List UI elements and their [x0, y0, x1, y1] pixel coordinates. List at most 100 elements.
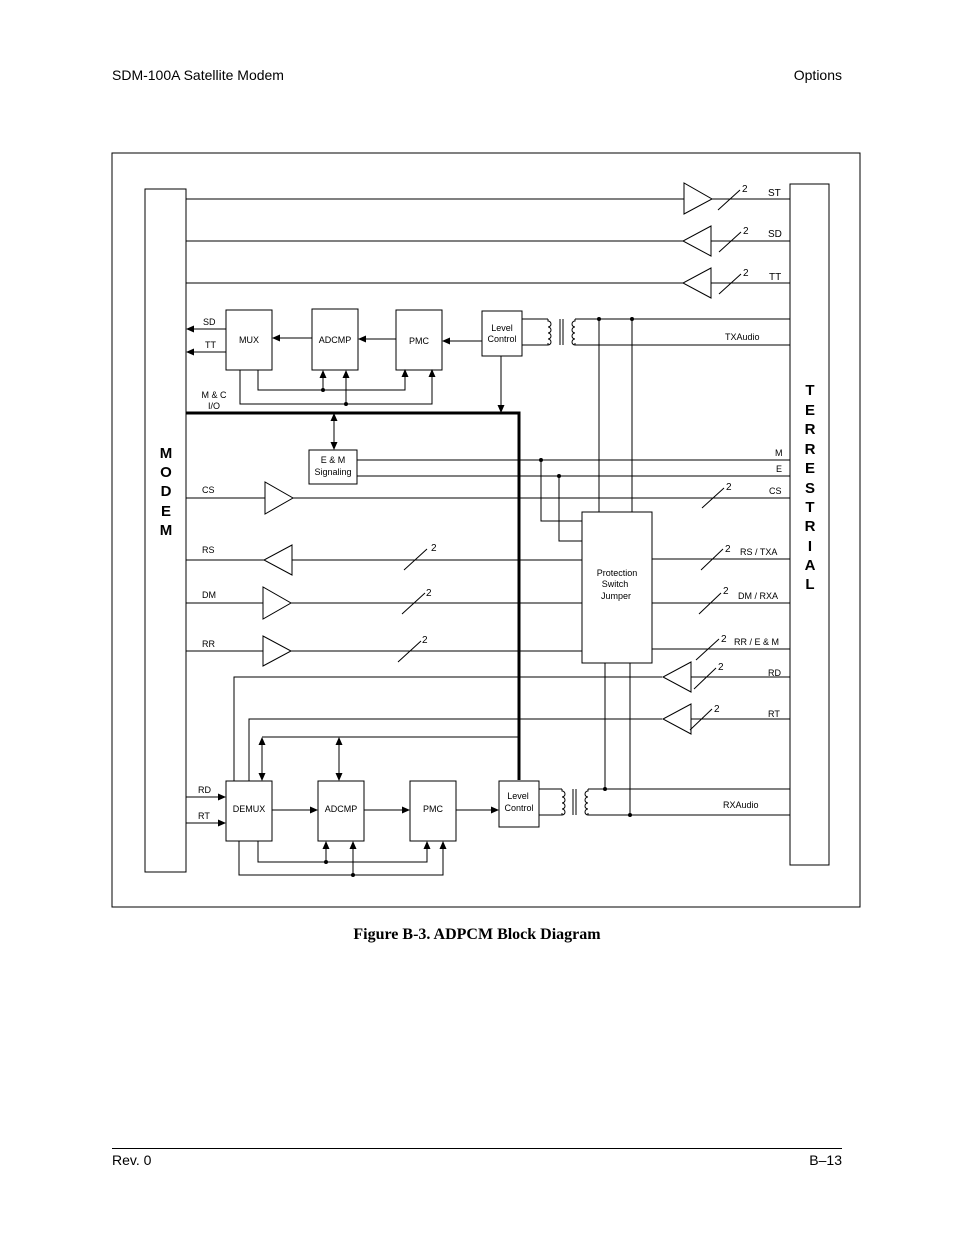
bus-slash — [701, 487, 725, 509]
diagram-frame — [111, 152, 861, 908]
bus-slash — [397, 640, 422, 663]
modem-rr-label: RR — [202, 639, 215, 649]
pmc-rx-label: PMC — [423, 804, 444, 814]
rs-buffer — [262, 544, 293, 576]
rx-transformer-coil — [561, 789, 566, 816]
bus-slash — [689, 708, 713, 731]
terrestrial-letter: I — [808, 538, 812, 555]
modem-letter: M — [160, 445, 173, 462]
protection-label: Switch — [602, 579, 629, 589]
bus-width-label: 2 — [431, 543, 437, 554]
terrestrial-txaudio-label: TXAudio — [725, 332, 760, 342]
mc-label: M & C — [201, 390, 227, 400]
modem-letter: E — [161, 503, 171, 520]
bus-width-label: 2 — [742, 184, 748, 195]
tx-transformer-coil — [571, 319, 576, 346]
modem-rt-label: RT — [198, 811, 210, 821]
footer-rule — [112, 1148, 842, 1149]
bus-width-label: 2 — [725, 544, 731, 555]
mc-label: I/O — [208, 401, 220, 411]
junction-dot — [351, 873, 355, 877]
mc-bus — [186, 411, 521, 780]
terrestrial-sd-label: SD — [768, 229, 782, 240]
terrestrial-letter: R — [805, 421, 816, 438]
header-section: Options — [793, 67, 842, 83]
cs-buffer — [264, 481, 295, 515]
terrestrial-e-label: E — [776, 464, 782, 474]
header-title: SDM-100A Satellite Modem — [112, 67, 284, 83]
mux-label: MUX — [239, 335, 259, 345]
em-label: E & M — [321, 455, 346, 465]
terrestrial-bar — [789, 183, 830, 866]
terrestrial-letter: T — [805, 499, 814, 516]
modem-cs-label: CS — [202, 485, 215, 495]
rr-buffer — [262, 635, 293, 667]
mux-block — [225, 309, 273, 371]
bus-slash — [698, 592, 722, 615]
pmc-rx-block — [409, 780, 457, 842]
level-tx-label: Level — [491, 323, 513, 333]
terrestrial-letter: S — [805, 480, 815, 497]
terrestrial-rr-em-label: RR / E & M — [734, 637, 779, 647]
level-control-tx-block — [481, 310, 523, 357]
modem-bar — [144, 188, 187, 873]
modem-letter: M — [160, 522, 173, 539]
terrestrial-rs-txa-label: RS / TXA — [740, 547, 777, 557]
rt-buffer — [661, 703, 692, 735]
protection-switch-jumper-block — [581, 511, 653, 664]
terrestrial-letter: E — [805, 460, 815, 477]
modem-rd-label: RD — [198, 785, 211, 795]
bus-slash — [695, 638, 720, 661]
bus-width-label: 2 — [743, 268, 749, 279]
terrestrial-letter: A — [805, 557, 816, 574]
junction-dot — [539, 458, 543, 462]
terrestrial-rt-label: RT — [768, 709, 780, 719]
rd-feed-line — [233, 676, 662, 781]
adcmp-tx-label: ADCMP — [319, 335, 352, 345]
demux-label: DEMUX — [233, 804, 266, 814]
bus-slash — [700, 548, 724, 571]
tx-control-loop-inner — [257, 369, 409, 391]
level-tx-label: Control — [487, 334, 516, 344]
rx-control-loop-inner — [257, 841, 431, 863]
terrestrial-letter: R — [805, 518, 816, 535]
em-label: Signaling — [314, 467, 351, 477]
protection-label: Jumper — [601, 591, 631, 601]
bus-slash — [718, 231, 742, 253]
bus-width-label: 2 — [714, 704, 720, 715]
bus-width-label: 2 — [721, 634, 727, 645]
rx-transformer-coil — [584, 789, 589, 816]
pmc-tx-block — [395, 309, 443, 371]
bus-width-label: 2 — [426, 588, 432, 599]
bus-slash — [403, 548, 428, 571]
level-control-rx-block — [498, 780, 540, 828]
bus-width-label: 2 — [726, 482, 732, 493]
terrestrial-dm-rxa-label: DM / RXA — [738, 591, 778, 601]
terrestrial-rxaudio-label: RXAudio — [723, 800, 759, 810]
em-signaling-block — [308, 449, 358, 485]
junction-dot — [630, 317, 634, 321]
terrestrial-tt-label: TT — [769, 272, 781, 283]
terrestrial-letter: L — [805, 576, 814, 593]
terrestrial-letter: E — [805, 402, 815, 419]
junction-dot — [324, 860, 328, 864]
adcmp-rx-block — [317, 780, 365, 842]
bus-slash — [693, 667, 717, 690]
bus-slash — [401, 592, 426, 615]
rx-control-loop-outer — [238, 841, 447, 876]
footer-page-number: B–13 — [809, 1152, 842, 1168]
modem-letter: D — [161, 483, 172, 500]
level-rx-label: Level — [507, 791, 529, 801]
tx-control-loop-outer — [239, 369, 436, 405]
bus-width-label: 2 — [718, 662, 724, 673]
terrestrial-letter: T — [805, 382, 814, 399]
bus-slash — [718, 273, 742, 295]
footer-revision: Rev. 0 — [112, 1152, 152, 1168]
terrestrial-m-label: M — [775, 448, 783, 458]
bus-slash — [717, 189, 741, 211]
terrestrial-st-label: ST — [768, 188, 781, 199]
sd-buffer — [681, 225, 712, 257]
junction-dot — [344, 402, 348, 406]
modem-tt-label: TT — [205, 340, 216, 350]
